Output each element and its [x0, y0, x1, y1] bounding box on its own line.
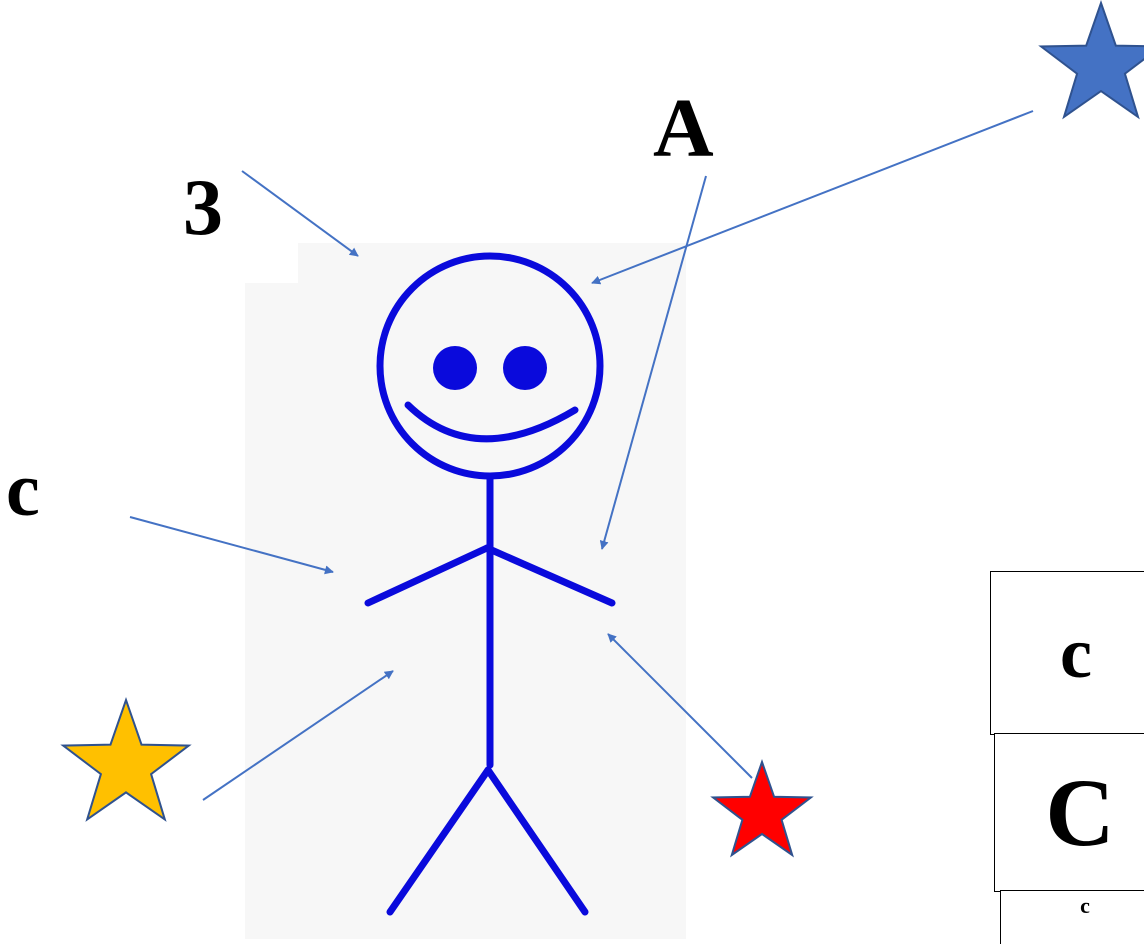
- blue-star-icon: [1038, 0, 1144, 120]
- stick-figure: [364, 252, 616, 916]
- image-corner-cutout: [245, 243, 298, 283]
- figure-head: [376, 252, 604, 480]
- gold-star-icon: [60, 696, 192, 822]
- figure-right-leg: [484, 766, 589, 916]
- label-c-left: c: [6, 448, 40, 532]
- box-lowercase-c: c: [990, 571, 1144, 735]
- figure-left-leg: [386, 766, 492, 916]
- figure-right-eye: [503, 346, 547, 390]
- label-3: 3: [183, 164, 223, 252]
- box-small-c: c: [1000, 890, 1144, 944]
- red-star-icon: [710, 758, 814, 858]
- box-uppercase-C: C: [994, 733, 1144, 892]
- figure-left-eye: [433, 346, 477, 390]
- arrow-from-3: [241, 170, 359, 257]
- arrow-from-red-star: [607, 633, 753, 779]
- label-A: A: [653, 82, 714, 175]
- arrow-from-c: [129, 516, 334, 575]
- arrow-from-blue-star: [591, 110, 1034, 285]
- arrow-from-gold-star: [202, 670, 394, 801]
- figure-right-arm: [483, 544, 616, 607]
- arrow-from-A: [599, 175, 707, 550]
- figure-left-arm: [364, 544, 491, 607]
- figure-smile: [404, 401, 579, 443]
